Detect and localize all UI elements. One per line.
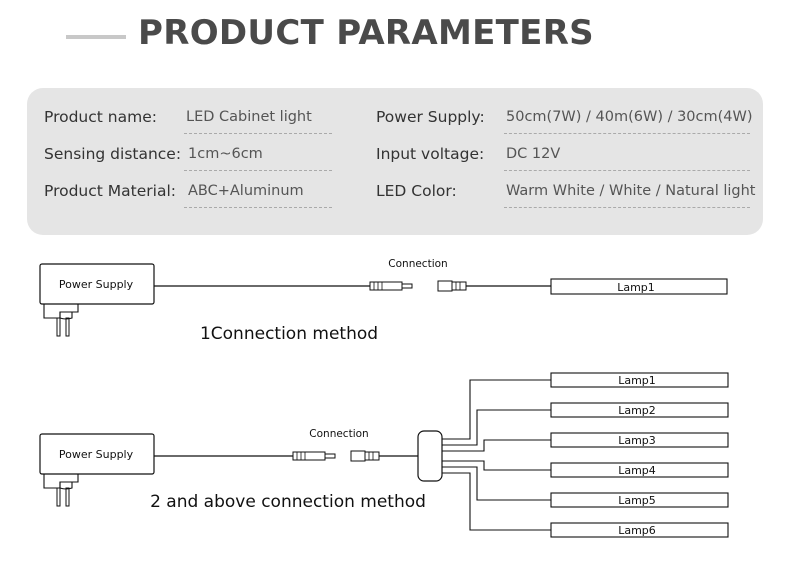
caption-multi: 2 and above connection method — [150, 492, 426, 512]
lamp-label: Lamp6 — [618, 524, 656, 537]
male-connector — [369, 281, 413, 291]
lamp-bar — [550, 492, 729, 508]
product-name-value: LED Cabinet light — [186, 109, 312, 125]
divider — [504, 133, 750, 134]
lamp-bar — [550, 522, 729, 538]
diagram-multi: Power Supply Connection — [39, 372, 729, 538]
lamp-label: Lamp1 — [617, 281, 655, 294]
lamp-bar — [550, 402, 729, 418]
lamp-label: Lamp3 — [618, 434, 656, 447]
input-voltage-label: Input voltage: — [376, 145, 485, 163]
divider — [184, 170, 332, 171]
power-adapter: Power Supply — [39, 263, 155, 337]
led-color-value: Warm White / White / Natural light — [506, 183, 756, 199]
connection-label: Connection — [309, 428, 368, 440]
caption-single: 1Connection method — [200, 324, 378, 344]
female-connector — [437, 280, 467, 292]
lamp-bar — [550, 278, 728, 295]
lamp-label: Lamp4 — [618, 464, 656, 477]
splitter-hub — [417, 430, 443, 482]
power-supply-label: Power Supply — [59, 278, 134, 291]
lamp-label: Lamp5 — [618, 494, 656, 507]
lamp-label: Lamp1 — [618, 374, 656, 387]
divider — [504, 170, 750, 171]
male-connector — [292, 451, 336, 461]
splitter-wires — [442, 379, 551, 531]
sensing-distance-label: Sensing distance: — [44, 145, 182, 163]
material-label: Product Material: — [44, 182, 176, 200]
divider — [184, 207, 332, 208]
sensing-distance-value: 1cm~6cm — [188, 146, 263, 162]
power-adapter: Power Supply — [39, 433, 155, 507]
power-supply-label: Power Supply: — [376, 108, 485, 126]
lamp-bar — [550, 462, 729, 478]
divider — [504, 207, 750, 208]
title-accent-bar — [66, 35, 126, 39]
power-supply-label: Power Supply — [59, 448, 134, 461]
divider — [184, 133, 332, 134]
page-title: PRODUCT PARAMETERS — [138, 13, 594, 53]
female-connector — [350, 450, 380, 462]
product-name-label: Product name: — [44, 108, 157, 126]
input-voltage-value: DC 12V — [506, 146, 561, 162]
material-value: ABC+Aluminum — [188, 183, 304, 199]
lamp-bar — [550, 372, 729, 388]
lamp-label: Lamp2 — [618, 404, 656, 417]
led-color-label: LED Color: — [376, 182, 457, 200]
connection-label: Connection — [388, 258, 447, 270]
lamp-bar — [550, 432, 729, 448]
diagram-single: Power Supply Connection Lamp1 1Connectio… — [39, 258, 728, 344]
power-supply-value: 50cm(7W) / 40m(6W) / 30cm(4W) — [506, 109, 753, 125]
parameters-panel: Product name: LED Cabinet light Sensing … — [27, 88, 763, 235]
